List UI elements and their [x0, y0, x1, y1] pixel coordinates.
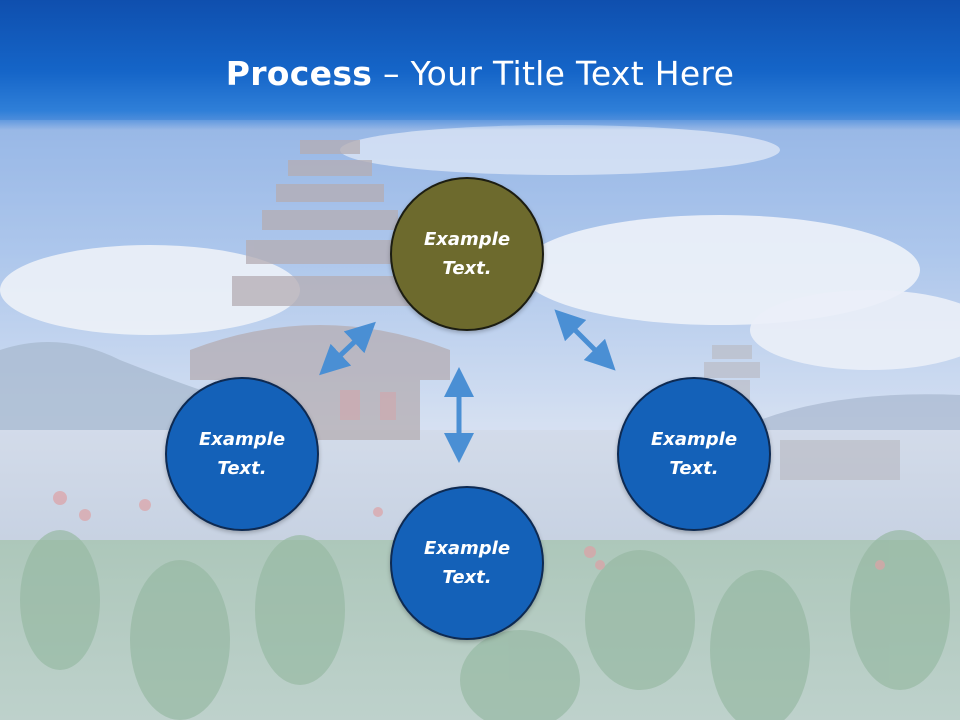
slide-title: Process – Your Title Text Here: [0, 52, 960, 96]
node-top-text: Example Text.: [423, 229, 511, 279]
node-right-text: Example Text.: [650, 429, 738, 479]
title-rest: – Your Title Text Here: [372, 54, 735, 93]
node-left-text: Example Text.: [198, 429, 286, 479]
process-node-bottom[interactable]: Example Text.: [390, 486, 544, 640]
process-node-top[interactable]: Example Text.: [390, 177, 544, 331]
node-bottom-text: Example Text.: [423, 538, 511, 588]
title-strong: Process: [225, 54, 373, 93]
process-node-right[interactable]: Example Text.: [617, 377, 771, 531]
header-bar: [0, 0, 960, 130]
process-node-left[interactable]: Example Text.: [165, 377, 319, 531]
